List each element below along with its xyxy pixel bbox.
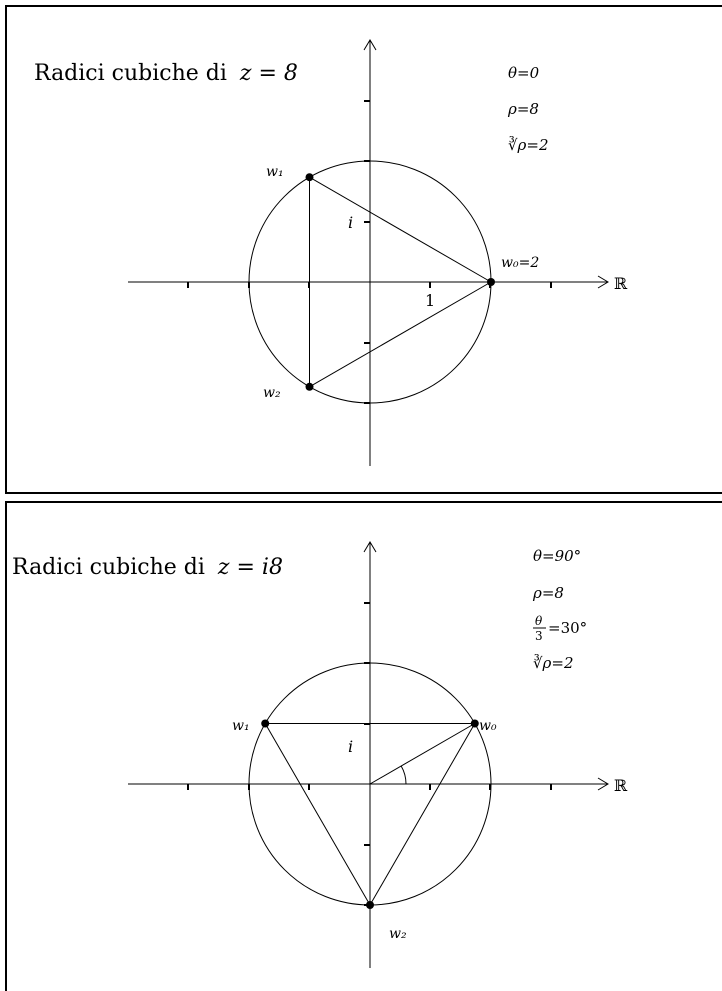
roots-triangle (264, 723, 476, 906)
panel-z-i8: Radici cubiche di z = i8 θ=90° ρ=8 θ 3 =… (5, 501, 722, 991)
title-math: z = i8 (217, 555, 283, 580)
root-point-w2 (305, 382, 314, 391)
root-point-w0 (487, 278, 495, 286)
real-axis-arrow-icon (597, 275, 609, 289)
w1-label: w₁ (232, 718, 250, 734)
y-ticks (364, 100, 370, 404)
panel-frame (5, 501, 722, 991)
radius-to-w0 (369, 723, 476, 785)
title-prefix: Radici cubiche di (12, 555, 205, 580)
info-theta: θ=90° (533, 547, 581, 565)
imaginary-axis-arrow-icon (363, 541, 377, 553)
info-rho: ρ=8 (532, 584, 564, 602)
y-ticks (364, 602, 370, 906)
info-theta: θ=0 (508, 64, 540, 82)
triangle-side (309, 176, 492, 283)
imag-unit-label: i (348, 213, 353, 232)
root-points (305, 173, 495, 391)
panel-title: Radici cubiche di z = i8 (12, 555, 283, 580)
w1-label: w₁ (266, 164, 284, 180)
panel-frame (5, 5, 722, 494)
root-point-w2 (366, 901, 374, 909)
info-rho: ρ=8 (507, 100, 539, 118)
fraction-denominator: 3 (535, 629, 543, 643)
root-point-w1 (261, 719, 270, 728)
real-axis-label: ℝ (614, 274, 628, 293)
angle-construction (369, 723, 476, 785)
triangle-side (264, 723, 371, 906)
root-point-w1 (305, 173, 314, 182)
roots-triangle (309, 176, 492, 388)
imag-unit-label: i (348, 737, 353, 756)
fraction-value: =30° (548, 619, 587, 637)
triangle-side (369, 723, 476, 906)
root-points (261, 719, 479, 909)
w0-label: w₀=2 (501, 255, 539, 271)
title-prefix: Radici cubiche di (34, 61, 227, 86)
triangle-side (309, 281, 492, 388)
info-cbrt-rho: ∛ρ=2 (508, 136, 549, 154)
real-axis-label: ℝ (614, 776, 628, 795)
real-axis-arrow-icon (597, 777, 609, 791)
info-theta-over-3: θ 3 =30° (533, 614, 587, 643)
one-label: 1 (425, 291, 435, 310)
root-point-w0 (470, 719, 479, 728)
info-cbrt-rho: ∛ρ=2 (533, 654, 574, 672)
title-math: z = 8 (239, 61, 298, 86)
w0-label: w₀ (479, 718, 497, 734)
w2-label: w₂ (389, 926, 407, 942)
panel-z-8: Radici cubiche di z = 8 θ=0 ρ=8 ∛ρ=2 ℝ (5, 5, 722, 494)
imaginary-axis-arrow-icon (363, 39, 377, 51)
panel-title: Radici cubiche di z = 8 (34, 61, 298, 86)
fraction-numerator: θ (535, 614, 543, 628)
w2-label: w₂ (263, 385, 281, 401)
angle-arc (400, 765, 407, 785)
